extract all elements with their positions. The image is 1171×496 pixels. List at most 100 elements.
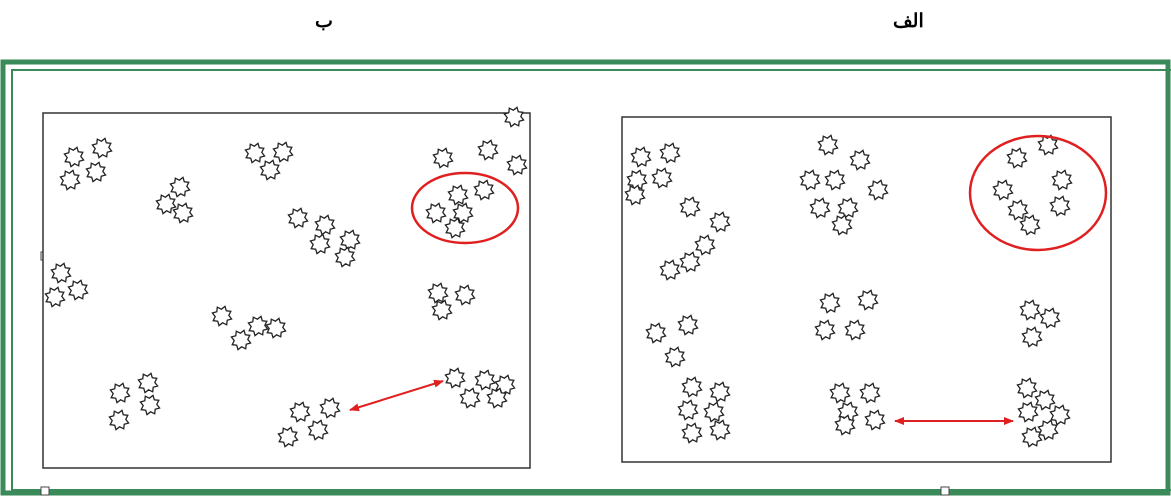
particle-shape (1037, 419, 1059, 441)
particle-shape (709, 211, 731, 233)
particle-shape (677, 399, 699, 421)
particle-shape (506, 154, 528, 176)
particle-shape (473, 179, 495, 201)
particle-shape (819, 292, 841, 314)
particle-shape (230, 329, 252, 351)
particle-shape (59, 169, 81, 191)
particle-shape (645, 322, 667, 344)
particle-shape (992, 179, 1014, 201)
particle-shape (474, 369, 496, 391)
particle-shape (427, 282, 449, 304)
particle-shape (1017, 401, 1039, 423)
particle-shape (425, 202, 447, 224)
particle-shape (247, 315, 269, 337)
particle-shape (664, 346, 686, 368)
outer-frame (0, 59, 1171, 496)
particle-shape (259, 159, 281, 181)
particle-shape (444, 367, 466, 389)
particle-shape (334, 246, 356, 268)
panel-alef-label: الف (893, 10, 924, 32)
particle-shape (849, 149, 871, 171)
particle-shape (319, 397, 341, 419)
particle-shape (709, 419, 731, 441)
particle-shape (277, 426, 299, 448)
particle-shape (681, 422, 703, 444)
particle-shape (867, 179, 889, 201)
particle-shape (809, 197, 831, 219)
particle-shape (651, 167, 673, 189)
particle-shape (63, 146, 85, 168)
particle-shape (289, 401, 311, 423)
particle-shape (831, 214, 853, 236)
particle-shape (137, 372, 159, 394)
particle-shape (709, 381, 731, 403)
particle-shape (1007, 199, 1029, 221)
particle-shape (309, 233, 331, 255)
particle-shape (859, 382, 881, 404)
particle-shape (1019, 214, 1041, 236)
particle-shape (814, 319, 836, 341)
particle-shape (799, 169, 821, 191)
particle-shape (244, 142, 266, 164)
particle-shape (681, 376, 703, 398)
particle-shape (857, 289, 879, 311)
particle-shape (155, 193, 177, 215)
particle-shape (1019, 299, 1041, 321)
particle-shape (824, 169, 846, 191)
inner-frame (11, 69, 1171, 491)
particle-shape (1051, 169, 1073, 191)
particle-shape (339, 229, 361, 251)
particle-shape (694, 234, 716, 256)
particle-shape (459, 387, 481, 409)
particle-shape (829, 382, 851, 404)
particle-shape (1049, 404, 1071, 426)
handle-marker (940, 486, 950, 496)
particle-shape (1039, 307, 1061, 329)
particle-shape (314, 214, 336, 236)
particle-shape (67, 279, 89, 301)
particle-shape (85, 161, 107, 183)
distance-arrow-b (349, 379, 444, 412)
particle-shape (677, 314, 699, 336)
particle-shape (477, 139, 499, 161)
highlight-ellipse-b (410, 171, 520, 245)
particle-shape (1049, 195, 1071, 217)
particle-shape (91, 137, 113, 159)
particle-shape (1006, 147, 1028, 169)
particle-shape (659, 259, 681, 281)
particle-shape (447, 184, 469, 206)
particle-shape (272, 141, 294, 163)
panel-b (42, 112, 531, 469)
particle-shape (844, 319, 866, 341)
highlight-ellipse-alef (968, 134, 1108, 252)
particle-shape (265, 317, 287, 339)
particle-shape (431, 299, 453, 321)
particle-shape (1021, 326, 1043, 348)
particle-shape (44, 286, 66, 308)
particle-shape (50, 262, 72, 284)
particle-shape (307, 419, 329, 441)
particle-shape (679, 251, 701, 273)
particle-shape (169, 176, 191, 198)
particle-shape (454, 284, 476, 306)
particle-shape (630, 146, 652, 168)
particle-clusters (44, 106, 1073, 448)
particle-shape (864, 409, 886, 431)
particle-shape (503, 106, 525, 128)
particle-shape (624, 184, 646, 206)
particle-shape (108, 409, 130, 431)
panel-b-label: ب (315, 10, 333, 32)
particle-shape (139, 394, 161, 416)
particle-shape (211, 305, 233, 327)
particle-shape (834, 414, 856, 436)
particle-shape (1034, 389, 1056, 411)
particle-shape (817, 134, 839, 156)
particle-shape (432, 147, 454, 169)
particle-shape (1021, 426, 1043, 448)
particle-shape (659, 142, 681, 164)
particle-shape (486, 387, 508, 409)
particle-shape (287, 207, 309, 229)
particle-shape (703, 401, 725, 423)
particle-shape (837, 197, 859, 219)
